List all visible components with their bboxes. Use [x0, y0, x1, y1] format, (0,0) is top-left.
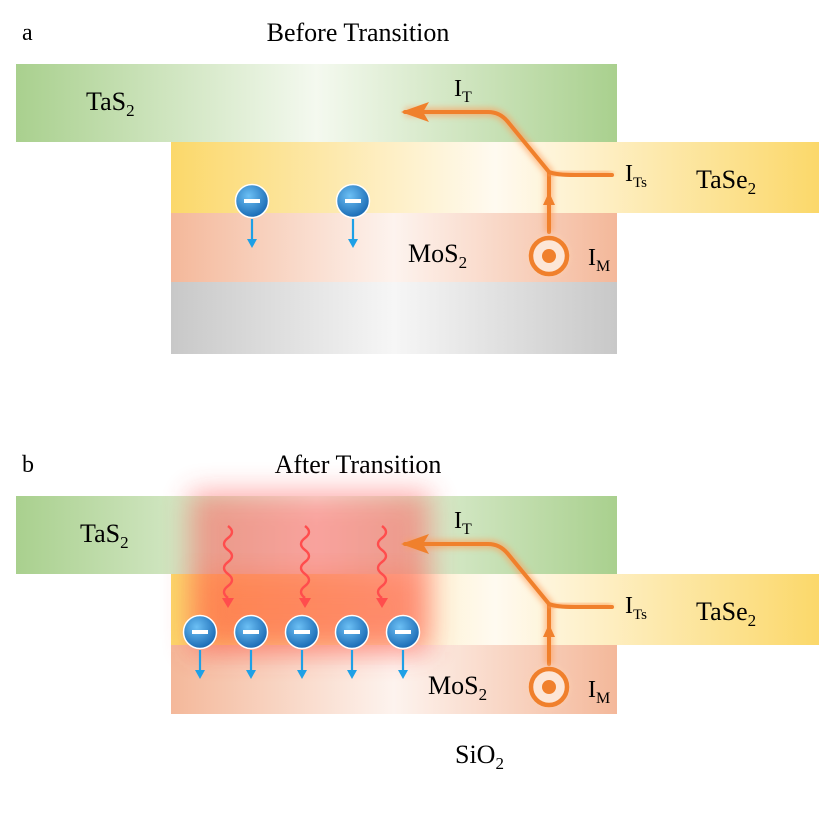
- heat-wave: [376, 525, 388, 599]
- heat-wave-arrowhead: [376, 598, 388, 608]
- panel-title: Before Transition: [267, 18, 450, 47]
- layer-sio2: [171, 282, 617, 354]
- label-im: IM: [588, 677, 610, 707]
- label-mos2: MoS2: [428, 671, 487, 704]
- current-branch-its: [547, 602, 614, 609]
- electron-minus-sign: [243, 630, 259, 634]
- panel-letter: a: [22, 20, 33, 46]
- current-up-arrowhead: [543, 192, 555, 205]
- label-it: IT: [454, 76, 472, 106]
- panel-title: After Transition: [275, 450, 442, 479]
- electron-drift-arrowhead: [348, 239, 358, 248]
- heat-wave-arrowhead: [222, 598, 234, 608]
- electron-minus-sign: [192, 630, 208, 634]
- panel-letter: b: [22, 452, 34, 478]
- electron-drift-arrowhead: [247, 239, 257, 248]
- electron-drift-arrowhead: [347, 670, 357, 679]
- label-sio2: SiO2: [455, 740, 504, 773]
- current-path-it: [403, 110, 551, 234]
- label-its: ITs: [625, 593, 647, 623]
- label-tas2: TaS2: [86, 87, 135, 120]
- im-dot: [542, 680, 556, 694]
- current-up-arrowhead: [543, 624, 555, 637]
- label-tas2: TaS2: [80, 519, 129, 552]
- current-path-it: [403, 542, 551, 666]
- heat-wave-arrowhead: [299, 598, 311, 608]
- electron-minus-sign: [294, 630, 310, 634]
- label-tase2: TaSe2: [696, 597, 756, 630]
- label-tase2: TaSe2: [696, 165, 756, 198]
- electron-drift-arrowhead: [297, 670, 307, 679]
- electron-drift-arrowhead: [246, 670, 256, 679]
- electron-minus-sign: [345, 199, 361, 203]
- label-im: IM: [588, 245, 610, 275]
- heat-wave: [299, 525, 311, 599]
- current-arrowhead: [401, 534, 429, 554]
- current-arrowhead: [401, 102, 429, 122]
- label-its: ITs: [625, 161, 647, 191]
- label-it: IT: [454, 508, 472, 538]
- current-branch-its: [547, 170, 614, 177]
- label-mos2: MoS2: [408, 239, 467, 272]
- layer-tase2: [171, 142, 819, 213]
- electron-drift-arrowhead: [398, 670, 408, 679]
- electron-minus-sign: [395, 630, 411, 634]
- im-dot: [542, 249, 556, 263]
- heat-wave: [222, 525, 234, 599]
- electron-drift-arrowhead: [195, 670, 205, 679]
- electron-minus-sign: [344, 630, 360, 634]
- electron-minus-sign: [244, 199, 260, 203]
